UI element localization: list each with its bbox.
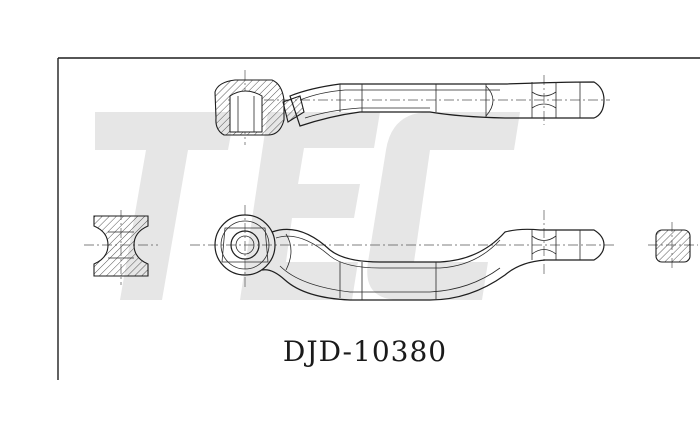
drawing-frame [57,57,700,380]
watermark-logo [95,112,520,300]
left-section-view [84,210,158,285]
front-view [190,205,615,301]
top-view [214,70,610,145]
right-section-view [648,222,698,270]
part-number-label: DJD-10380 [282,335,448,368]
